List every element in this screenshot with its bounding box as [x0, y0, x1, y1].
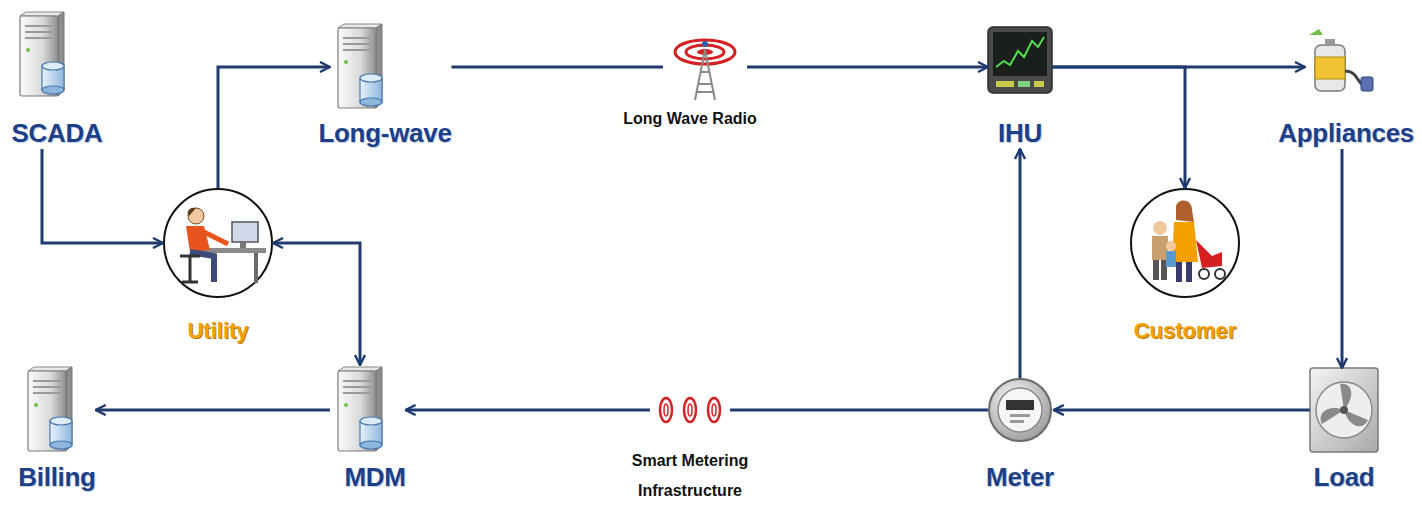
node-label: Appliances — [1278, 118, 1414, 149]
customer-family-icon — [1131, 189, 1239, 297]
flow-arrow — [747, 66, 988, 69]
flow-arrow — [730, 409, 988, 412]
node-label: MDM — [344, 462, 405, 493]
flow-arrow — [96, 409, 330, 412]
flow-arrow — [273, 243, 360, 365]
fan-load-icon — [1310, 368, 1378, 452]
display-node: IHU — [988, 27, 1052, 107]
radio-node: Long Wave Radio — [663, 32, 747, 102]
server-icon — [338, 367, 382, 451]
server-node: Long-wave — [330, 22, 390, 112]
node-label: Billing — [18, 462, 95, 493]
node-label: IHU — [998, 118, 1042, 149]
server-node: MDM — [330, 365, 390, 455]
node-label: Long-wave — [318, 118, 451, 149]
appliance-icon — [1309, 29, 1373, 91]
node-label: SCADA — [12, 118, 103, 149]
node-label: Smart Metering Infrastructure — [615, 446, 765, 506]
server-node: SCADA — [12, 10, 72, 100]
utility-person-icon — [164, 189, 272, 297]
load-node: Load — [1310, 368, 1378, 452]
flow-arrow — [218, 67, 330, 188]
flow-arrow — [1054, 409, 1310, 412]
in-home-display-icon — [988, 27, 1052, 93]
server-icon — [28, 367, 72, 451]
network-node: Smart Metering Infrastructure — [650, 396, 730, 424]
meter-icon — [989, 379, 1051, 441]
server-node: Billing — [20, 365, 80, 455]
server-icon — [20, 12, 64, 96]
node-label: Utility — [187, 318, 248, 344]
actor-circle: Customer — [1130, 188, 1240, 298]
appliance-node: Appliances — [1305, 27, 1379, 107]
meter-node: Meter — [988, 378, 1052, 442]
actor-circle: Utility — [163, 188, 273, 298]
flow-arrow — [406, 409, 650, 412]
flow-arrow — [1052, 67, 1185, 188]
flow-arrow — [1019, 149, 1022, 378]
node-label: Meter — [986, 462, 1054, 493]
server-icon — [338, 24, 382, 108]
node-label: Load — [1314, 462, 1375, 493]
node-label: Long Wave Radio — [623, 110, 757, 128]
flow-arrow — [452, 66, 664, 69]
node-label: Customer — [1134, 318, 1237, 344]
flow-arrow — [1341, 149, 1344, 368]
smart-metering-rings-icon — [660, 398, 720, 422]
radio-tower-icon — [675, 40, 735, 100]
flow-arrow — [42, 149, 163, 243]
